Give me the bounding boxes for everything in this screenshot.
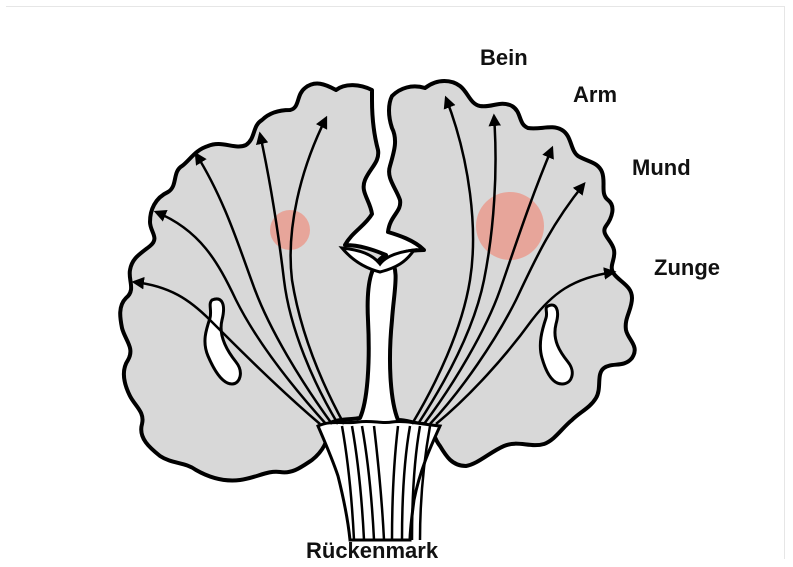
label-spinal-cord: Rückenmark [306, 538, 438, 564]
label-arm: Arm [573, 82, 617, 108]
right-hemisphere [388, 81, 635, 466]
right-highlight-zone [476, 192, 544, 260]
label-mouth: Mund [632, 155, 691, 181]
label-tongue: Zunge [654, 255, 720, 281]
label-leg: Bein [480, 45, 528, 71]
